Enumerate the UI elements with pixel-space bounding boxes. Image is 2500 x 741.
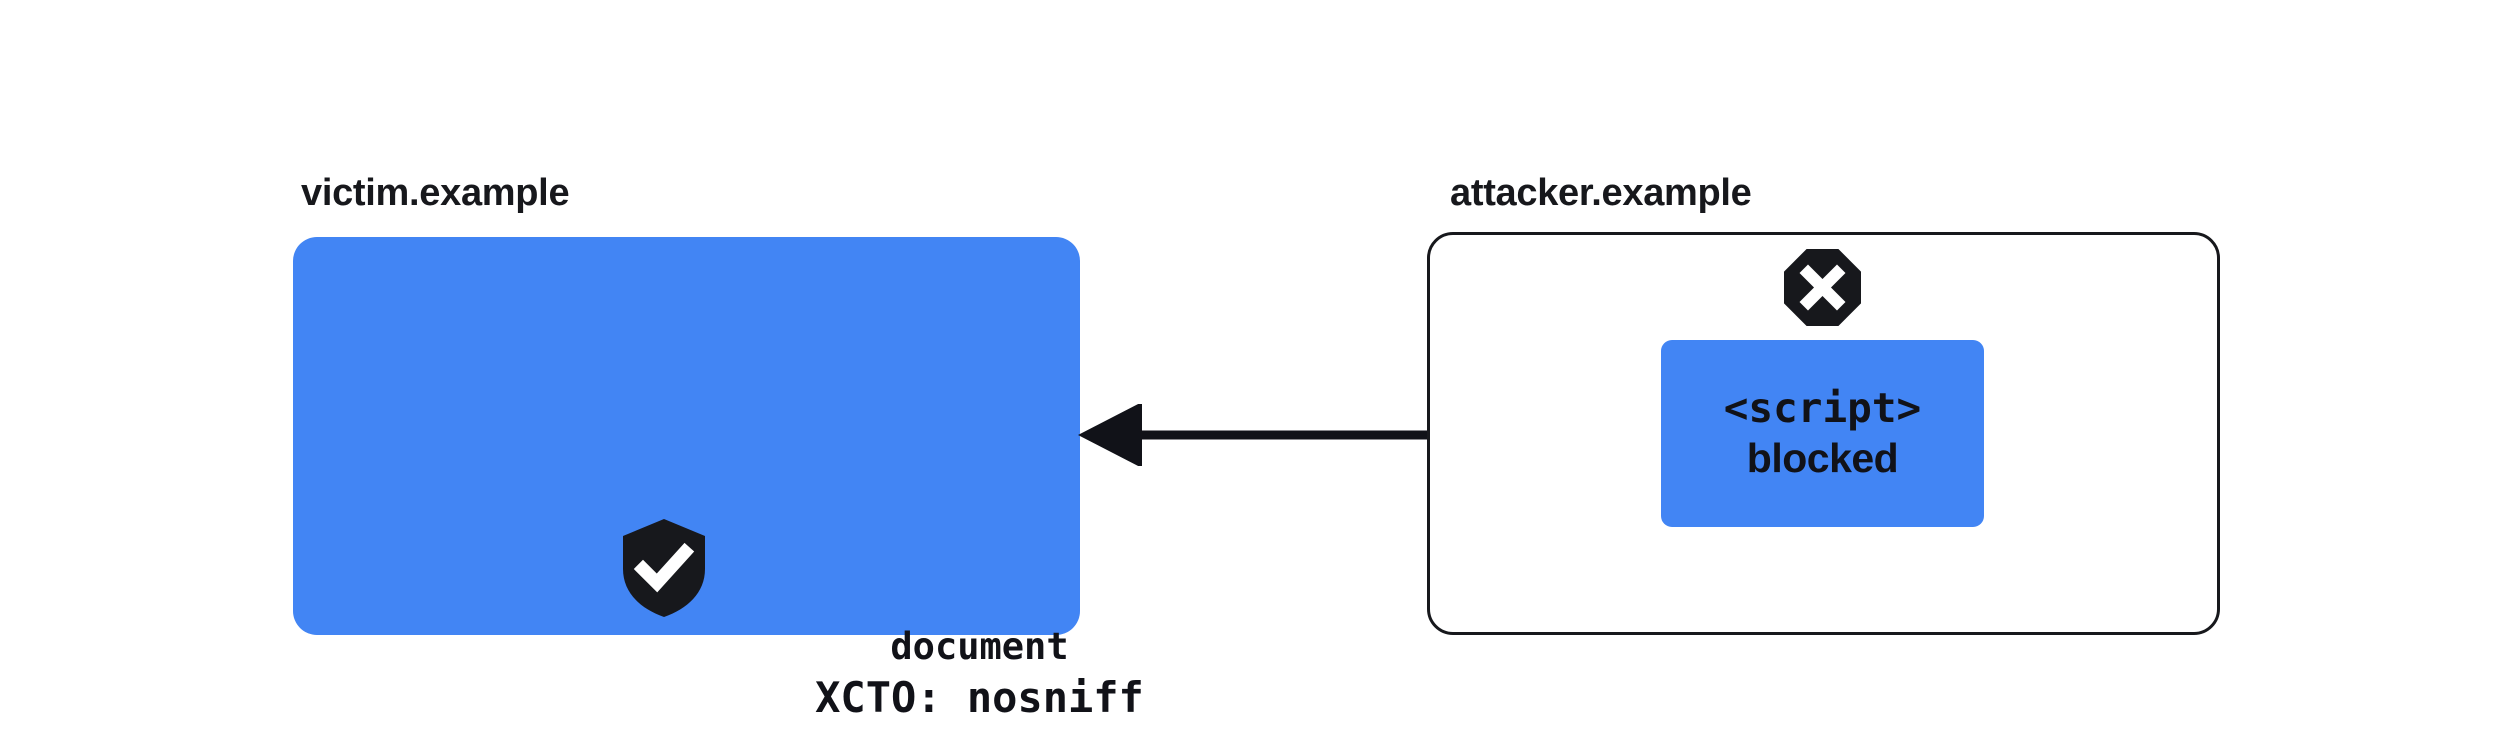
shield-check-icon (623, 519, 705, 617)
octagon-x-icon (1784, 249, 1861, 326)
attacker-origin-label: attacker.example (1450, 172, 1752, 214)
victim-document-text: document XCTO: nosniff (586, 625, 1373, 722)
victim-document-panel: document XCTO: nosniff (293, 237, 1144, 722)
script-state-label: blocked (1746, 435, 1899, 481)
victim-origin-label: victim.example (301, 172, 570, 214)
victim-header-line: XCTO: nosniff (815, 672, 1144, 722)
script-tag-label: <script> (1723, 383, 1922, 432)
victim-resource-line: document (890, 625, 1069, 668)
blocked-script-chip: <script> blocked (1661, 340, 1984, 527)
